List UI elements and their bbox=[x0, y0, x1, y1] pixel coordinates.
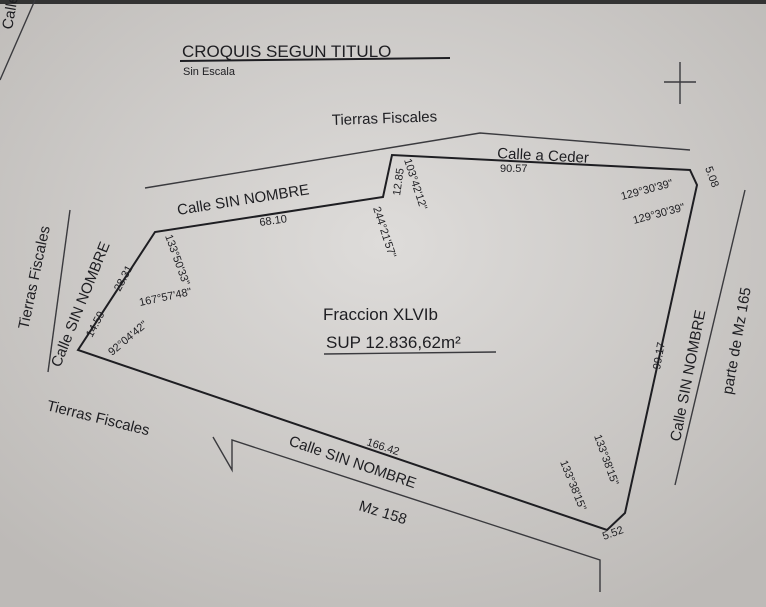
measure-top: 90.57 bbox=[500, 163, 528, 175]
area-underline bbox=[323, 351, 497, 355]
title-underline bbox=[179, 57, 451, 62]
parcel-name: Fraccion XLVIb bbox=[323, 305, 438, 324]
top-boundary-line bbox=[144, 132, 691, 189]
top-neighbor-label: Tierras Fiscales bbox=[332, 108, 438, 129]
measure-right: 99.17 bbox=[651, 341, 668, 370]
north-arrow-icon bbox=[664, 62, 696, 104]
measure-top-left: 68.10 bbox=[259, 213, 288, 229]
parcel-area: SUP 12.836,62m² bbox=[326, 333, 461, 352]
right-boundary-line bbox=[674, 189, 746, 486]
title: CROQUIS SEGUN TITULO bbox=[182, 42, 391, 61]
subtitle: Sin Escala bbox=[183, 66, 236, 78]
measure-step: 12.85 bbox=[391, 167, 407, 196]
top-street-label: Calle a Ceder bbox=[497, 145, 589, 167]
bottom-boundary-line bbox=[212, 436, 601, 592]
parcel-boundary bbox=[76, 153, 699, 532]
left-boundary-line bbox=[47, 209, 71, 373]
corner-street-label: Calle bbox=[0, 0, 22, 31]
corner-street-line bbox=[0, 0, 36, 81]
top-edge bbox=[0, 0, 766, 4]
